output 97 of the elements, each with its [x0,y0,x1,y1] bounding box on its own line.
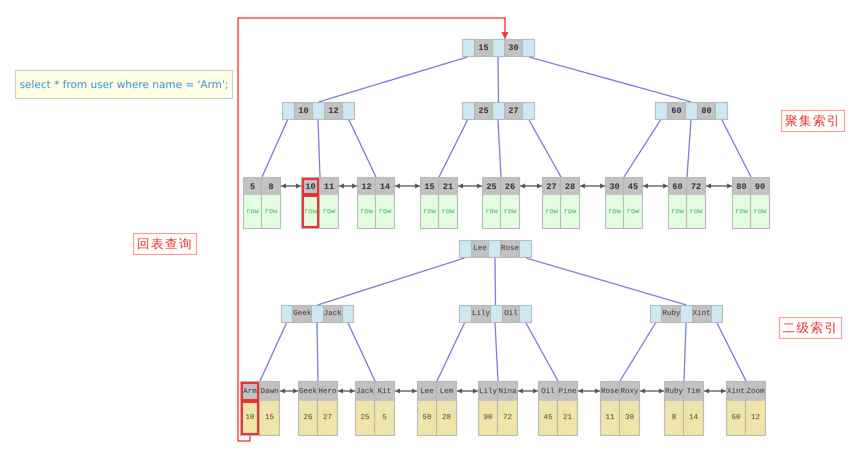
link-arrow [395,184,420,188]
leaf-page [542,177,580,229]
link-arrow [280,388,298,394]
tree-link [317,120,321,178]
tree-link [494,322,499,382]
link-arrow [580,184,605,188]
tree-link [262,120,288,178]
tree-link [260,322,287,382]
tree-link [528,120,562,178]
secondary-leaf-page [355,381,395,436]
link-arrow [520,184,542,188]
index-node [282,102,355,120]
tree-link [318,56,468,103]
link-arrow [704,388,726,394]
secondary-leaf-page [417,381,457,436]
link-arrow [457,388,478,394]
index-node [281,305,354,323]
leaf-page [668,177,706,229]
tree-link [686,120,692,178]
key-slot: 11 [320,178,338,195]
key-slot: 15 [475,40,493,56]
tree-link [348,120,376,178]
key-slot: 80 [698,103,716,119]
key-slot: 28 [561,178,579,195]
key-slot: 12 [358,178,376,195]
index-node [650,305,723,323]
key-slot: 60 [668,103,686,119]
link-arrow [706,184,732,188]
key-slot: 27 [505,103,523,119]
link-arrow [643,184,668,188]
index-tag: 二级索引 [779,317,842,339]
key-slot: 27 [543,178,561,195]
leaf-page [732,177,770,229]
tree-link [436,322,465,382]
tree-link [722,120,752,178]
leaf-page [420,177,458,229]
tree-link [624,120,661,178]
tree-link [497,120,502,178]
secondary-leaf-page [478,381,518,436]
key-slot: 60 [669,178,687,195]
tree-link [497,57,500,102]
sql-query-note: select * from user where name = 'Arm'; [15,70,233,99]
secondary-leaf-page [726,381,766,436]
index-node [655,102,728,120]
key-slot: 5 [244,178,262,195]
tree-link [494,258,496,305]
tree-link [526,257,687,306]
tree-link [620,322,656,382]
key-slot: 10 [302,178,320,195]
tree-link [683,322,687,382]
key-slot: 72 [687,178,705,195]
leaf-page [301,177,339,229]
secondary-leaf-page [240,381,280,436]
key-slot: 10 [295,103,313,119]
link-arrow [281,184,301,188]
key-slot: 21 [439,178,457,195]
link-arrow [339,184,357,188]
key-slot: 30 [505,40,523,56]
tree-link [526,322,558,382]
key-slot: 8 [262,178,280,195]
index-tag: 聚集索引 [781,110,845,132]
index-node [462,39,535,57]
lookup-arrow [237,17,508,442]
tree-link [317,257,465,306]
key-slot: 80 [733,178,751,195]
tree-link [438,120,468,178]
key-slot: 25 [483,178,501,195]
link-arrow [578,388,600,394]
secondary-leaf-page [298,381,338,436]
secondary-leaf-page [600,381,640,436]
link-arrow [640,388,664,394]
key-slot: 15 [421,178,439,195]
leaf-page [243,177,281,229]
tree-link [316,323,319,381]
link-arrow [518,388,538,394]
tree-link [716,322,746,382]
secondary-leaf-page [538,381,578,436]
tree-link [348,322,376,382]
link-arrow [395,388,417,394]
link-arrow [458,184,482,188]
tree-link [528,56,692,103]
key-slot: 90 [751,178,769,195]
leaf-page [357,177,395,229]
index-node [459,305,532,323]
link-arrow [338,388,355,394]
index-node [462,102,535,120]
key-slot: 30 [606,178,624,195]
index-tag: 回表查询 [133,233,197,255]
leaf-page [605,177,643,229]
key-slot: 25 [475,103,493,119]
index-node [459,240,532,258]
leaf-page [482,177,520,229]
secondary-leaf-page [664,381,704,436]
key-slot: 12 [325,103,343,119]
key-slot: 45 [624,178,642,195]
key-slot: 14 [376,178,394,195]
key-slot: 26 [501,178,519,195]
